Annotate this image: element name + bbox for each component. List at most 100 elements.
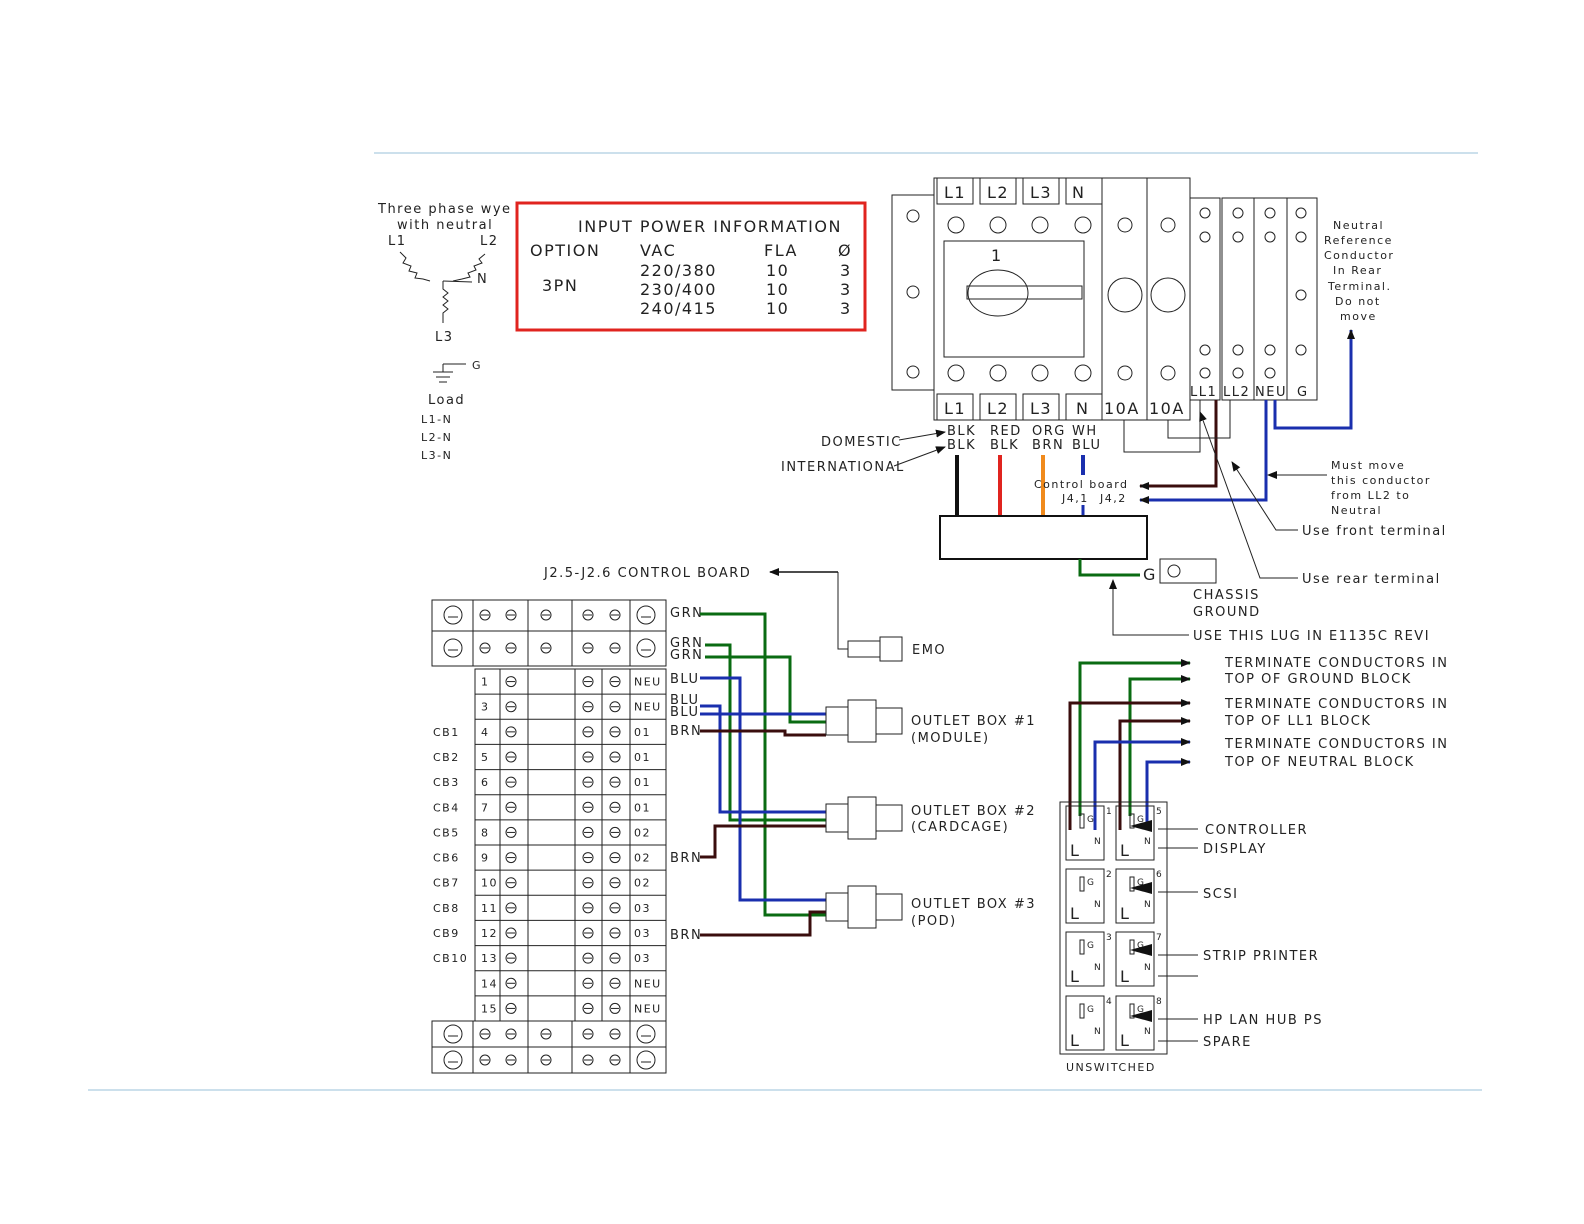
receptacle-slot: [1129, 813, 1135, 829]
breaker-bottom-screws: [947, 364, 1092, 382]
receptacle-n: N: [1094, 837, 1102, 847]
vac-row-1: 220/380: [640, 261, 717, 280]
receptacle-l: L: [1120, 967, 1130, 986]
neutral-ref-3: Conductor: [1324, 249, 1394, 262]
wye-l1: L1: [388, 234, 407, 249]
terminal-ground-screws: [443, 605, 656, 1070]
tb-row-number: 8: [481, 826, 490, 839]
neutral-reference-note: Neutral Reference Conductor In Rear Term…: [1324, 219, 1394, 323]
tb-row-circuit: 01: [634, 801, 651, 814]
brown-ll1-route: [1139, 400, 1218, 490]
tb-row-circuit: NEU: [634, 701, 662, 714]
fuse2-screw-top: [1160, 217, 1176, 233]
display-label: DISPLAY: [1203, 842, 1267, 857]
tb-row-circuit: 03: [634, 902, 651, 915]
receptacle-slot: [1079, 876, 1085, 892]
tb-cb-label: CB5: [433, 826, 460, 839]
outlet3-sub: (POD): [911, 914, 957, 929]
receptacle-l: L: [1120, 904, 1130, 923]
blue-wire-2: [700, 704, 826, 814]
strip-pointer-arrow: [1130, 820, 1152, 832]
fuse1-screw-top: [1117, 217, 1133, 233]
mount-screw-2: [906, 285, 920, 299]
outlet2-sub: (CARDCAGE): [911, 820, 1009, 835]
terminal-g: G: [1297, 385, 1309, 400]
chassis-ground-2: GROUND: [1193, 605, 1261, 620]
ground-terminal-screw: [443, 638, 463, 658]
outlet1-sub: (MODULE): [911, 731, 990, 746]
tb-row-circuit: 02: [634, 826, 651, 839]
receptacle-n: N: [1094, 963, 1102, 973]
terminal-ll2: LL2: [1223, 385, 1250, 400]
must-move-2: this conductor: [1331, 474, 1431, 487]
receptacle-slot: [1129, 1003, 1135, 1019]
input-table-border: [515, 201, 867, 332]
wye-n: N: [477, 272, 488, 287]
chassis-lug-hole: [1167, 564, 1181, 578]
wire-label-brn-2: BRN: [670, 851, 702, 866]
ground-terminal-screw: [443, 1024, 463, 1044]
receptacle: [1115, 805, 1155, 861]
j42-label: J4,2: [1099, 492, 1127, 505]
chassis-g: G: [1143, 565, 1157, 584]
strip-green-1: [1078, 659, 1191, 816]
receptacle-number: 2: [1106, 870, 1113, 880]
emo-label: EMO: [912, 643, 946, 658]
tb-row-number: 7: [481, 801, 490, 814]
tb-row-number: 4: [481, 726, 490, 739]
must-move-4: Neutral: [1331, 504, 1382, 517]
load-2: L2-N: [421, 431, 452, 444]
load-title: Load: [428, 393, 465, 408]
fuse1-screw-bottom: [1117, 365, 1133, 381]
strip-blue-2: [1145, 758, 1191, 830]
tb-row-circuit: NEU: [634, 977, 662, 990]
fuse-leader: [1167, 400, 1231, 439]
receptacle-l: L: [1070, 967, 1080, 986]
receptacle-n: N: [1144, 900, 1152, 910]
ground-g: G: [472, 359, 482, 372]
mount-screw-3: [906, 365, 920, 379]
receptacle-number: 7: [1156, 933, 1163, 943]
breaker-bottom-l1: L1: [944, 399, 966, 418]
spare-label: SPARE: [1203, 1035, 1252, 1050]
wye-title-1: Three phase wye: [377, 202, 512, 217]
breaker-bottom-l3: L3: [1030, 399, 1052, 418]
vac-row-2: 230/400: [640, 280, 717, 299]
switch-knob: [967, 269, 1029, 317]
ground-terminal-screw: [636, 1024, 656, 1044]
wye-coil-3: [442, 281, 449, 323]
fuse2-label: 10A: [1149, 399, 1185, 418]
tb-row-number: 14: [481, 977, 498, 990]
brown-wire-1: [700, 729, 826, 737]
tb-cb-label: CB4: [433, 801, 460, 814]
receptacle: [1065, 805, 1105, 861]
header-vac: VAC: [640, 241, 676, 260]
use-front-label: Use front terminal: [1302, 524, 1447, 539]
tb-row-circuit: 01: [634, 776, 651, 789]
j25-leader: [837, 572, 848, 650]
receptacle-l: L: [1070, 1031, 1080, 1050]
receptacle: [1115, 995, 1155, 1051]
strip-green-2: [1128, 675, 1191, 816]
strip-pointer-arrow: [1130, 1010, 1152, 1022]
receptacle-number: 8: [1156, 997, 1163, 1007]
breaker-bottom-l2: L2: [987, 399, 1009, 418]
wire-label-grn-1: GRN: [670, 606, 703, 621]
strip-brown-1: [1068, 699, 1191, 830]
ground-terminal-screw: [443, 1050, 463, 1070]
chassis-ground-wire: [1078, 559, 1140, 577]
fla-row-2: 10: [766, 280, 789, 299]
ground-terminal-screw: [636, 638, 656, 658]
neutral-ref-7: move: [1340, 310, 1377, 323]
neutral-ref-6: Do not: [1335, 295, 1381, 308]
switch-number: 1: [991, 246, 1003, 265]
term-neutral-1: TERMINATE CONDUCTORS IN: [1224, 737, 1448, 752]
tb-cb-label: CB2: [433, 751, 460, 764]
wire-label-brn-3: BRN: [670, 928, 702, 943]
strip-pointer-arrow: [1130, 944, 1152, 956]
outlet-box-3: [825, 885, 903, 929]
terminal-neu: NEU: [1255, 385, 1287, 400]
receptacle-n: N: [1094, 1027, 1102, 1037]
